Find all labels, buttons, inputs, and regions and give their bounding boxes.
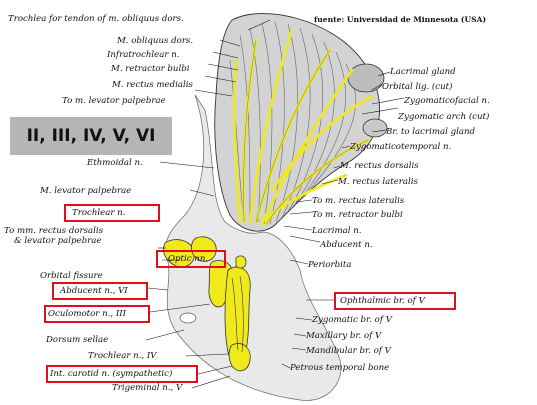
label-rectus-medialis: M. rectus medialis	[112, 80, 193, 90]
label-retractor-bulbi: M. retractor bulbi	[111, 64, 190, 74]
label-oculomotor-iii: Oculomotor n., III	[48, 309, 127, 319]
label-petrous-temporal: Petrous temporal bone	[290, 363, 390, 373]
label-to-levator: To m. levator palpebrae	[62, 96, 166, 106]
label-orbital-lig: Orbital lig. (cut)	[382, 82, 453, 92]
label-rectus-dorsalis: M. rectus dorsalis	[340, 161, 419, 171]
highlight-ophthalmic	[334, 292, 456, 310]
label-abducent-vi: Abducent n., VI	[60, 286, 128, 296]
label-rectus-lateralis: M. rectus lateralis	[338, 177, 418, 187]
label-lacrimal-gland: Lacrimal gland	[390, 67, 456, 77]
label-br-lacrimal: Br. to lacrimal gland	[386, 127, 476, 137]
highlight-int-carotid	[46, 365, 198, 383]
label-orbital-fissure: Orbital fissure	[40, 271, 103, 281]
label-zygomaticotemporal: Zygomaticotemporal n.	[350, 142, 452, 152]
label-levator-palpebrae-2: & levator palpebrae	[14, 236, 102, 246]
label-zygomatic-br: Zygomatic br. of V	[312, 315, 392, 325]
label-infratrochlear: Infratrochlear n.	[107, 50, 180, 60]
cranial-nerves-tag: II, III, IV, V, VI	[10, 117, 172, 155]
source-credit: fuente: Universidad de Minnesota (USA)	[314, 15, 487, 24]
highlight-oculomotor	[44, 305, 150, 323]
highlight-optic	[156, 250, 226, 268]
label-optic: Optic nn.	[168, 254, 209, 264]
leader-lines	[145, 19, 405, 389]
label-trochlear-n: Trochlear n.	[72, 208, 126, 218]
label-lacrimal-n: Lacrimal n.	[312, 226, 362, 236]
label-int-carotid: Int. carotid n. (sympathetic)	[50, 369, 173, 379]
dorsum-sellae	[179, 312, 197, 324]
cranial-nerve-stumps	[163, 236, 251, 372]
label-ethmoidal: Ethmoidal n.	[87, 158, 143, 168]
label-to-rectus-lateralis: To m. rectus lateralis	[312, 196, 405, 206]
orbital-ligament	[362, 118, 388, 138]
label-zygomaticofacial: Zygomaticofacial n.	[404, 96, 490, 106]
lacrimal-gland	[347, 63, 385, 93]
label-abducent-n: Abducent n.	[320, 240, 373, 250]
label-mandibular-br: Mandibular br. of V	[306, 346, 391, 356]
label-to-rectus-dorsalis: To mm. rectus dorsalis	[4, 226, 104, 236]
label-dorsum-sellae: Dorsum sellae	[46, 335, 109, 345]
label-trochlea-tendon: Trochlea for tendon of m. obliquus dors.	[8, 14, 184, 24]
label-obliquus-dors: M. obliquus dors.	[117, 36, 194, 46]
label-ophthalmic: Ophthalmic br. of V	[340, 296, 425, 306]
label-zygomatic-arch: Zygomatic arch (cut)	[398, 112, 490, 122]
label-trigeminal-v: Trigeminal n., V	[112, 383, 183, 393]
label-periorbita: Periorbita	[308, 260, 352, 270]
label-trochlear-iv: Trochlear n., IV	[88, 351, 157, 361]
label-maxillary-br: Maxillary br. of V	[306, 331, 382, 341]
label-levator-palpebrae: M. levator palpebrae	[40, 186, 132, 196]
highlight-abducent	[52, 282, 148, 300]
highlight-trochlear	[64, 204, 160, 222]
skull-base	[164, 94, 342, 401]
label-to-retractor-bulbi: To m. retractor bulbi	[312, 210, 403, 220]
